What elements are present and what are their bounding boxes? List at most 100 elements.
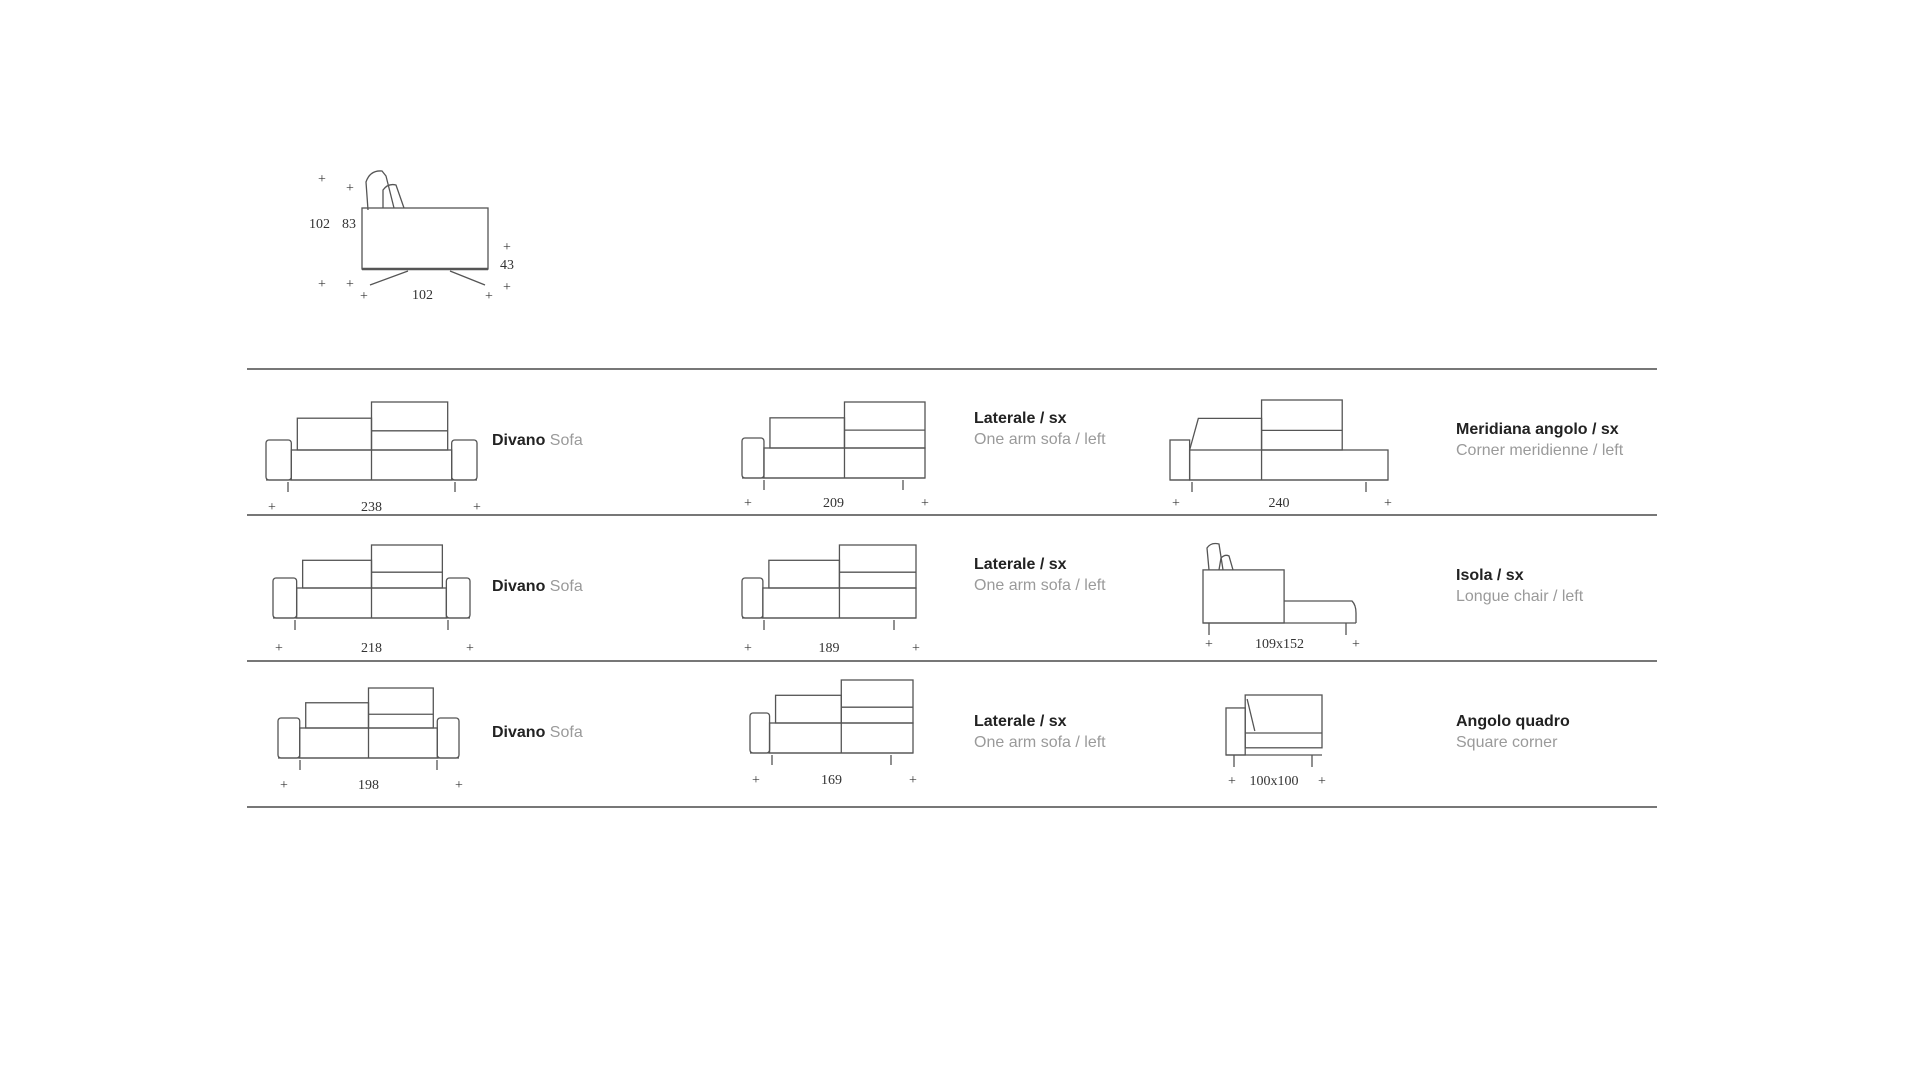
arm-right: [451, 439, 478, 481]
isola-drawing: [1202, 542, 1357, 635]
module-label: Meridiana angolo / sx Corner meridienne /…: [1456, 421, 1623, 460]
plus-mark: +: [318, 277, 326, 292]
chaise: [1284, 600, 1357, 623]
seat-cushion: [1188, 449, 1389, 481]
back-cushion: [774, 694, 842, 724]
plus-mark: +: [268, 500, 276, 515]
onearm-drawing: [741, 401, 926, 490]
onearm-drawing: [749, 679, 914, 765]
width-dimension-label: 238: [361, 500, 382, 515]
backrest: [1206, 542, 1234, 571]
sofa-drawing: [265, 401, 478, 492]
module-subtitle: One arm sofa / left: [974, 577, 1106, 594]
width-dimension-label: 240: [1268, 496, 1290, 511]
divider: [247, 368, 1657, 370]
divider: [247, 806, 1657, 808]
plus-mark: +: [346, 277, 354, 292]
width-dimension-label: 189: [818, 641, 840, 656]
module-title: Meridiana angolo / sx: [1456, 421, 1619, 438]
sofa-drawing: [277, 687, 460, 770]
seat-block: [1202, 569, 1285, 624]
plus-mark: +: [485, 289, 493, 304]
arm-left: [741, 437, 765, 479]
width-dimension-label: 209: [823, 496, 844, 511]
module-title: Divano: [492, 578, 546, 595]
back-cushion-raised: [838, 544, 917, 589]
width-dimension-label: 100x100: [1249, 774, 1299, 789]
plus-mark: +: [1318, 774, 1326, 789]
module-subtitle: Corner meridienne / left: [1456, 442, 1624, 459]
plus-mark: +: [921, 496, 929, 511]
module-label: Laterale / sx One arm sofa / left: [974, 713, 1106, 752]
arm-left: [749, 712, 771, 754]
divider: [247, 514, 1657, 516]
plus-mark: +: [360, 289, 368, 304]
width-dimension-label: 169: [821, 773, 842, 788]
module-subtitle: Sofa: [549, 432, 583, 449]
seat-height-label: 43: [500, 258, 514, 273]
corner-drawing: [1225, 694, 1323, 767]
plus-mark: +: [1172, 496, 1180, 511]
module-subtitle: Sofa: [549, 578, 583, 595]
module-title: Laterale / sx: [974, 556, 1067, 573]
width-dimension-label: 198: [358, 778, 379, 793]
back-cushion-raised: [1260, 399, 1343, 451]
module-subtitle: Sofa: [549, 724, 583, 741]
plus-mark: +: [280, 778, 288, 793]
module-title: Isola / sx: [1456, 567, 1524, 584]
back-cushion: [768, 559, 841, 589]
side-view-drawing: [361, 170, 489, 286]
plus-mark: +: [503, 280, 511, 295]
arm-left: [1169, 439, 1191, 481]
plus-mark: +: [909, 773, 917, 788]
module-label: Divano Sofa: [492, 432, 583, 450]
plus-mark: +: [1205, 637, 1213, 652]
back-cushion: [305, 702, 370, 729]
back-cushion-raised: [370, 544, 444, 589]
module-label: Divano Sofa: [492, 578, 583, 596]
arm-left: [272, 577, 298, 619]
module-title: Angolo quadro: [1456, 713, 1570, 730]
module-subtitle: One arm sofa / left: [974, 734, 1106, 751]
arm-right: [436, 717, 460, 759]
back-cushion: [1244, 694, 1323, 749]
plus-mark: +: [455, 778, 463, 793]
meridiana-drawing: [1169, 399, 1389, 492]
back-cushion: [301, 559, 373, 589]
module-label: Laterale / sx One arm sofa / left: [974, 556, 1106, 595]
module-subtitle: Longue chair / left: [1456, 588, 1584, 605]
plus-mark: +: [318, 172, 326, 187]
divider: [247, 660, 1657, 662]
plus-mark: +: [346, 181, 354, 196]
back-cushion-raised: [840, 679, 914, 724]
module-subtitle: One arm sofa / left: [974, 431, 1106, 448]
plus-mark: +: [503, 240, 511, 255]
module-label: Laterale / sx One arm sofa / left: [974, 410, 1106, 449]
back-height-label: 83: [342, 217, 356, 232]
width-dimension-label: 218: [361, 641, 382, 656]
plus-mark: +: [744, 496, 752, 511]
onearm-drawing: [741, 544, 917, 630]
back-cushion-raised: [370, 401, 449, 451]
arm-left: [265, 439, 292, 481]
back-cushion: [296, 417, 373, 451]
plus-mark: +: [752, 773, 760, 788]
module-title: Laterale / sx: [974, 410, 1067, 427]
plus-mark: +: [1228, 774, 1236, 789]
plus-mark: +: [1352, 637, 1360, 652]
plus-mark: +: [1384, 496, 1392, 511]
arm-left: [1225, 707, 1246, 756]
depth-label: 102: [412, 288, 433, 303]
back-cushion: [1188, 417, 1263, 451]
width-dimension-label: 109x152: [1255, 637, 1304, 652]
arm-left: [741, 577, 764, 619]
module-label: Divano Sofa: [492, 724, 583, 742]
plus-mark: +: [473, 500, 481, 515]
plus-mark: +: [466, 641, 474, 656]
module-label: Isola / sx Longue chair / left: [1456, 567, 1583, 606]
module-title: Laterale / sx: [974, 713, 1067, 730]
module-title: Divano: [492, 724, 546, 741]
plus-mark: +: [744, 641, 752, 656]
back-cushion-raised: [367, 687, 434, 729]
